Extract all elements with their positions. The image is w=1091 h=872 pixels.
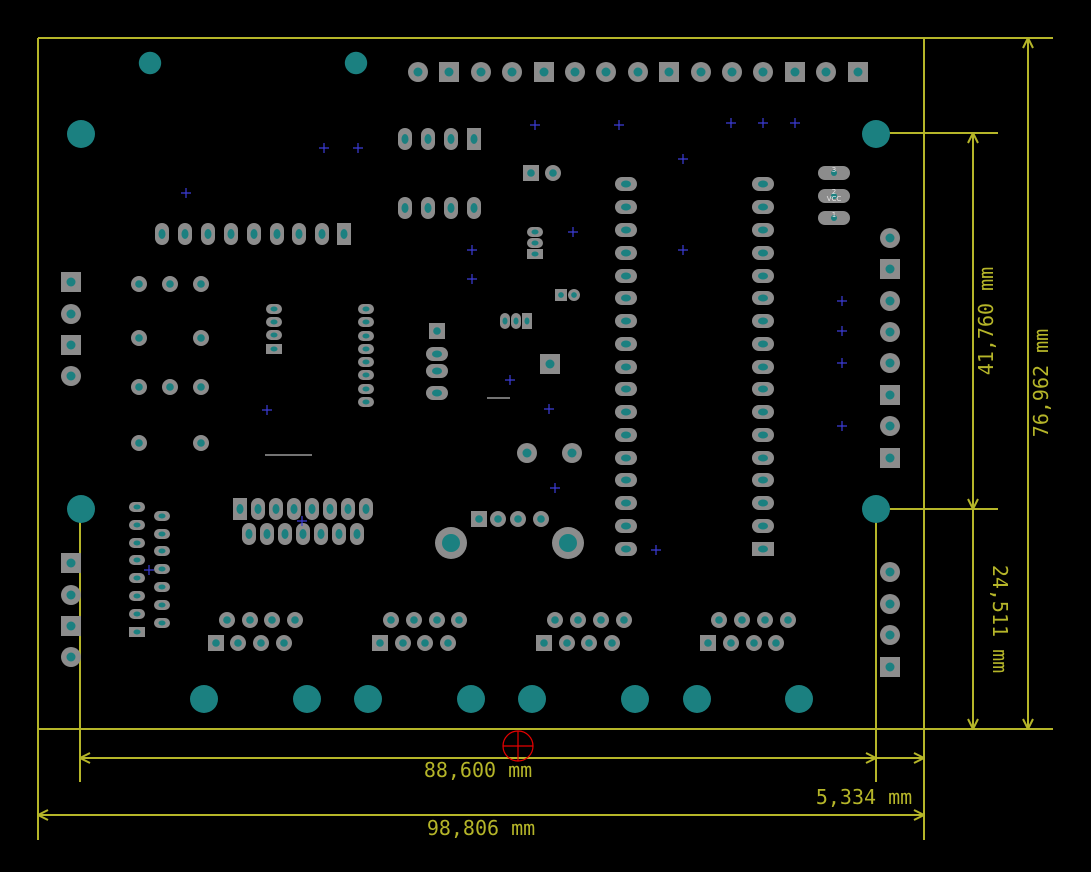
header-connector-top[interactable] [408, 62, 868, 82]
connector-rj-4[interactable] [700, 612, 796, 651]
dimension-lines [37, 37, 1034, 821]
connector-left-upper[interactable] [61, 272, 81, 386]
dim-offset-right: 5,334 mm [816, 785, 912, 809]
connector-3pin-middle[interactable] [426, 323, 448, 400]
dim-width-inner: 88,600 mm [424, 758, 532, 782]
connector-rj-1[interactable] [208, 612, 303, 651]
header-9pin[interactable] [155, 223, 351, 245]
pad-pair-middle[interactable] [517, 443, 582, 463]
connector-right-upper[interactable] [880, 228, 900, 468]
ic-column-small[interactable] [266, 304, 282, 354]
dim-height-lower: 24,511 mm [988, 565, 1012, 673]
ic-column-8pin[interactable] [358, 304, 374, 407]
jumper-vcc[interactable]: 3 2 VCC 1 [818, 166, 850, 225]
jumper-label-2: 2 [832, 188, 836, 196]
connector-right-lower[interactable] [880, 562, 900, 677]
board-outline [37, 37, 1053, 840]
via-markers [143, 117, 848, 576]
silkscreen-lines [265, 397, 510, 456]
connector-4pin-upper[interactable] [398, 128, 481, 219]
jumper-label-vcc: VCC [827, 195, 842, 203]
jumper-label-1: 1 [832, 211, 836, 219]
dim-width-total: 98,806 mm [427, 816, 535, 840]
origin-marker-icon[interactable] [502, 730, 534, 762]
connector-left-lower[interactable] [61, 553, 81, 667]
dim-height-upper: 41,760 mm [974, 267, 998, 375]
small-components-upper[interactable] [500, 165, 580, 374]
regulator-footprint[interactable] [435, 511, 584, 559]
connector-rj-2[interactable] [372, 612, 467, 651]
module-dip-left-column[interactable] [615, 177, 637, 556]
dim-height-total: 76,962 mm [1029, 329, 1053, 437]
pad-cluster-left[interactable] [131, 276, 209, 451]
connector-rj-3[interactable] [536, 612, 632, 651]
module-dip-right-column[interactable] [752, 177, 774, 556]
jumper-label-3: 3 [832, 166, 836, 174]
